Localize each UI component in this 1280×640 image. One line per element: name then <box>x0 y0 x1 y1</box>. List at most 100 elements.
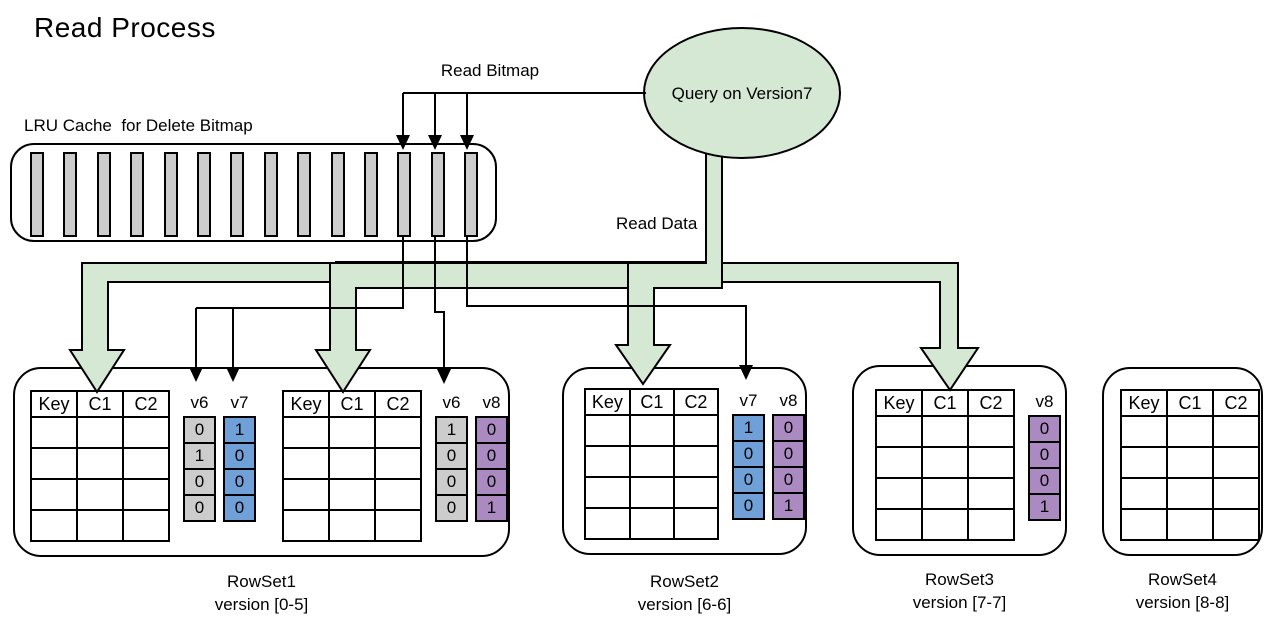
table-empty-cell <box>672 507 720 540</box>
table-empty-cell <box>967 477 1015 510</box>
bitmap-cell: 0 <box>772 466 805 494</box>
table-empty-cell <box>122 447 170 480</box>
bitmap-version-label: v6 <box>442 393 461 412</box>
table-header-cell: C2 <box>122 390 170 418</box>
table-empty-cell <box>1120 477 1168 510</box>
table-empty-cell <box>30 478 78 511</box>
rowset2-caption: RowSet2 version [6-6] <box>562 570 807 616</box>
table-empty-cell <box>122 416 170 449</box>
table-empty-cell <box>967 446 1015 479</box>
table-empty-cell <box>584 445 631 478</box>
table-empty-cell <box>672 476 720 509</box>
table-empty-cell <box>1166 446 1214 479</box>
table-empty-cell <box>875 446 923 479</box>
table-empty-cell <box>628 507 675 540</box>
table-empty-cell <box>921 446 969 479</box>
bitmap-cell: 0 <box>223 442 256 470</box>
lru-cache-bar <box>197 152 211 237</box>
bitmap-cell: 0 <box>732 466 765 494</box>
table-empty-cell <box>967 415 1015 448</box>
table-empty-cell <box>328 478 376 511</box>
bitmap-cell: 1 <box>732 414 765 442</box>
table-empty-cell <box>282 447 330 480</box>
table-header-cell: Key <box>30 390 78 418</box>
lru-cache-bar <box>96 152 111 237</box>
bitmap-cell: 0 <box>183 416 216 444</box>
table-empty-cell <box>1120 415 1168 448</box>
table-header-cell: C1 <box>628 388 675 416</box>
table-empty-cell <box>76 509 124 542</box>
table-empty-cell <box>628 445 675 478</box>
rowset1-caption: RowSet1 version [0-5] <box>13 570 510 616</box>
lru-cache-bar <box>230 152 245 237</box>
bitmap-cell: 0 <box>475 468 508 496</box>
table-empty-cell <box>1166 415 1214 448</box>
table-empty-cell <box>122 509 170 542</box>
table-empty-cell <box>282 509 330 542</box>
lru-cache-bar-highlighted <box>464 152 479 237</box>
table-empty-cell <box>282 416 330 449</box>
rowset-version: version [0-5] <box>214 595 309 614</box>
table-empty-cell <box>374 478 422 511</box>
table-header-cell: C2 <box>1212 389 1260 417</box>
bitmap-cell: 0 <box>732 492 765 520</box>
table-empty-cell <box>584 414 631 447</box>
table-header-cell: C1 <box>76 390 124 418</box>
table-empty-cell <box>374 416 422 449</box>
table-header-cell: Key <box>1120 389 1168 417</box>
rowset-name: RowSet2 <box>650 572 719 591</box>
diagram-title: Read Process <box>34 12 216 43</box>
table-header-cell: C1 <box>1166 389 1214 417</box>
bitmap-version-label: v8 <box>1035 392 1054 411</box>
table-empty-cell <box>374 447 422 480</box>
table-empty-cell <box>1212 415 1260 448</box>
bitmap-cell: 0 <box>1028 415 1061 443</box>
table-empty-cell <box>328 416 376 449</box>
bitmap-version-label: v7 <box>230 393 249 412</box>
table-header-cell: Key <box>875 389 923 417</box>
lru-cache-bar <box>163 152 178 237</box>
rowset-version: version [8-8] <box>1135 593 1230 612</box>
bitmap-cell: 0 <box>183 468 216 496</box>
bitmap-cell: 0 <box>223 468 256 496</box>
table-empty-cell <box>1212 477 1260 510</box>
bitmap-cell: 0 <box>772 440 805 468</box>
read-data-flow-arrow-rowset2 <box>614 149 723 386</box>
lru-cache-bar <box>130 152 145 237</box>
table-header-cell: C1 <box>921 389 969 417</box>
lru-cache-bar-highlighted <box>430 152 445 237</box>
rowset4-caption: RowSet4 version [8-8] <box>1102 568 1263 614</box>
table-empty-cell <box>76 478 124 511</box>
table-empty-cell <box>672 445 720 478</box>
table-header-cell: C2 <box>967 389 1015 417</box>
table-empty-cell <box>921 415 969 448</box>
read-bitmap-label: Read Bitmap <box>440 61 540 80</box>
bitmap-cell: 0 <box>223 494 256 522</box>
table-empty-cell <box>1166 508 1214 541</box>
bitmap-cell: 1 <box>435 416 468 444</box>
table-empty-cell <box>628 414 675 447</box>
table-header-cell: C2 <box>374 390 422 418</box>
query-ellipse <box>643 27 841 159</box>
bitmap-lookup-connector-3 <box>466 235 747 366</box>
rowset-version: version [6-6] <box>637 595 732 614</box>
table-empty-cell <box>1166 477 1214 510</box>
bitmap-lookup-connector-2 <box>434 235 445 370</box>
read-data-label: Read Data <box>616 214 698 233</box>
lru-cache-label: LRU Cache for Delete Bitmap <box>24 116 253 135</box>
table-empty-cell <box>875 415 923 448</box>
table-empty-cell <box>875 508 923 541</box>
lru-cache-box <box>10 143 497 242</box>
table-empty-cell <box>672 414 720 447</box>
bitmap-cell: 0 <box>475 442 508 470</box>
table-empty-cell <box>921 508 969 541</box>
